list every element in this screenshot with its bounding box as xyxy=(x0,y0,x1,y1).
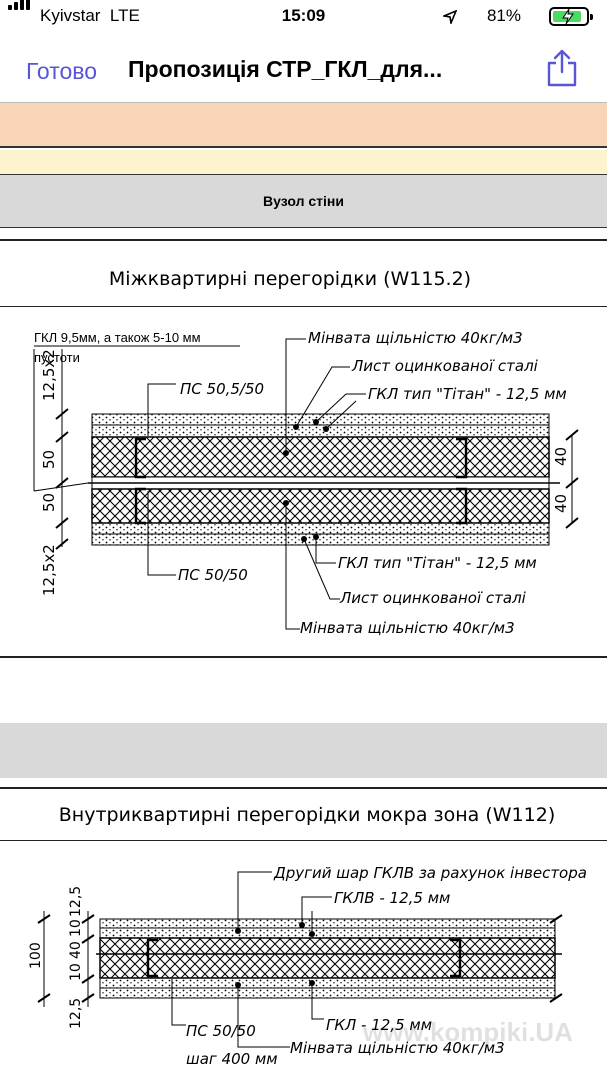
dimension-label: 40 xyxy=(68,941,84,959)
label-mineral-wool: Мінвата щільністю 40кг/м3 xyxy=(290,1039,505,1057)
divider xyxy=(0,102,607,103)
label-second-layer: Другий шар ГКЛВ за рахунок інвестора xyxy=(273,864,587,882)
wall-drawing-w112: Внутриквартирні перегорідки мокра зона (… xyxy=(28,804,587,1068)
dimension-label: 12,5 xyxy=(68,998,84,1029)
gray-band xyxy=(0,723,607,778)
label-stud: ПС 50/50 xyxy=(178,566,248,584)
label-gypsum-board: ГКЛ тип "Тітан" - 12,5 мм xyxy=(368,385,567,403)
drawing-title: Міжквартирні перегорідки (W115.2) xyxy=(109,268,471,290)
dimension-label: 12,5 xyxy=(68,886,84,917)
label-gypsum-board: ГКЛ тип "Тітан" - 12,5 мм xyxy=(338,554,537,572)
dimension-label: 50 xyxy=(40,450,58,469)
section-header: Вузол стіни xyxy=(263,193,344,209)
dimension-label: 10 xyxy=(68,963,84,981)
label-stud: ПС 50/50 xyxy=(186,1022,256,1040)
section-header-band: Вузол стіни xyxy=(0,175,607,228)
label-mineral-wool: Мінвата щільністю 40кг/м3 xyxy=(300,619,515,637)
divider xyxy=(0,306,607,307)
network-label: LTE xyxy=(109,6,140,25)
label-stud-step: шаг 400 мм xyxy=(186,1050,278,1068)
carrier-label: Kyivstar LTE xyxy=(40,6,140,25)
divider xyxy=(0,174,607,175)
drawing-title: Внутриквартирні перегорідки мокра зона (… xyxy=(59,804,555,826)
label-mineral-wool: Мінвата щільністю 40кг/м3 xyxy=(308,329,523,347)
dimension-label: 100 xyxy=(28,942,44,969)
dimension-label: 10 xyxy=(68,919,84,937)
label-steel-sheet: Лист оцинкованої сталі xyxy=(339,589,527,607)
status-bar: Kyivstar LTE 15:09 81% xyxy=(0,0,607,34)
dimension-label: 40 xyxy=(552,494,570,513)
dimension-label: 40 xyxy=(552,447,570,466)
wall-drawing-w115: Міжквартирні перегорідки (W115.2) 12,5x2… xyxy=(33,268,579,637)
divider xyxy=(0,787,607,789)
battery-percent: 81% xyxy=(486,6,521,25)
label-stud: ПС 50,5/50 xyxy=(180,380,264,398)
left-note: пустоти xyxy=(34,350,80,365)
peach-band xyxy=(0,103,607,146)
location-icon xyxy=(441,9,458,29)
divider xyxy=(0,840,607,841)
divider xyxy=(0,656,607,658)
clock: 15:09 xyxy=(281,6,326,25)
watermark: www.kompiki.UA xyxy=(362,1017,573,1047)
battery-icon xyxy=(549,7,593,26)
done-button[interactable]: Готово xyxy=(26,58,98,84)
nav-bar: Готово Пропозиція СТР_ГКЛ_для... xyxy=(0,34,607,102)
document-title: Пропозиція СТР_ГКЛ_для... xyxy=(128,56,443,82)
dimension-label: 12,5x2 xyxy=(40,349,58,401)
dimension-label: 12,5x2 xyxy=(40,544,58,596)
divider xyxy=(0,239,607,241)
yellow-band xyxy=(0,150,607,174)
label-steel-sheet: Лист оцинкованої сталі xyxy=(351,357,539,375)
dimension-label: 50 xyxy=(40,493,58,512)
divider xyxy=(0,146,607,148)
share-icon[interactable] xyxy=(544,48,580,93)
left-note: ГКЛ 9,5мм, а також 5-10 мм xyxy=(34,330,201,345)
label-gypsum-board-moisture: ГКЛВ - 12,5 мм xyxy=(334,889,450,907)
label-gypsum-board: ГКЛ - 12,5 мм xyxy=(326,1016,432,1034)
